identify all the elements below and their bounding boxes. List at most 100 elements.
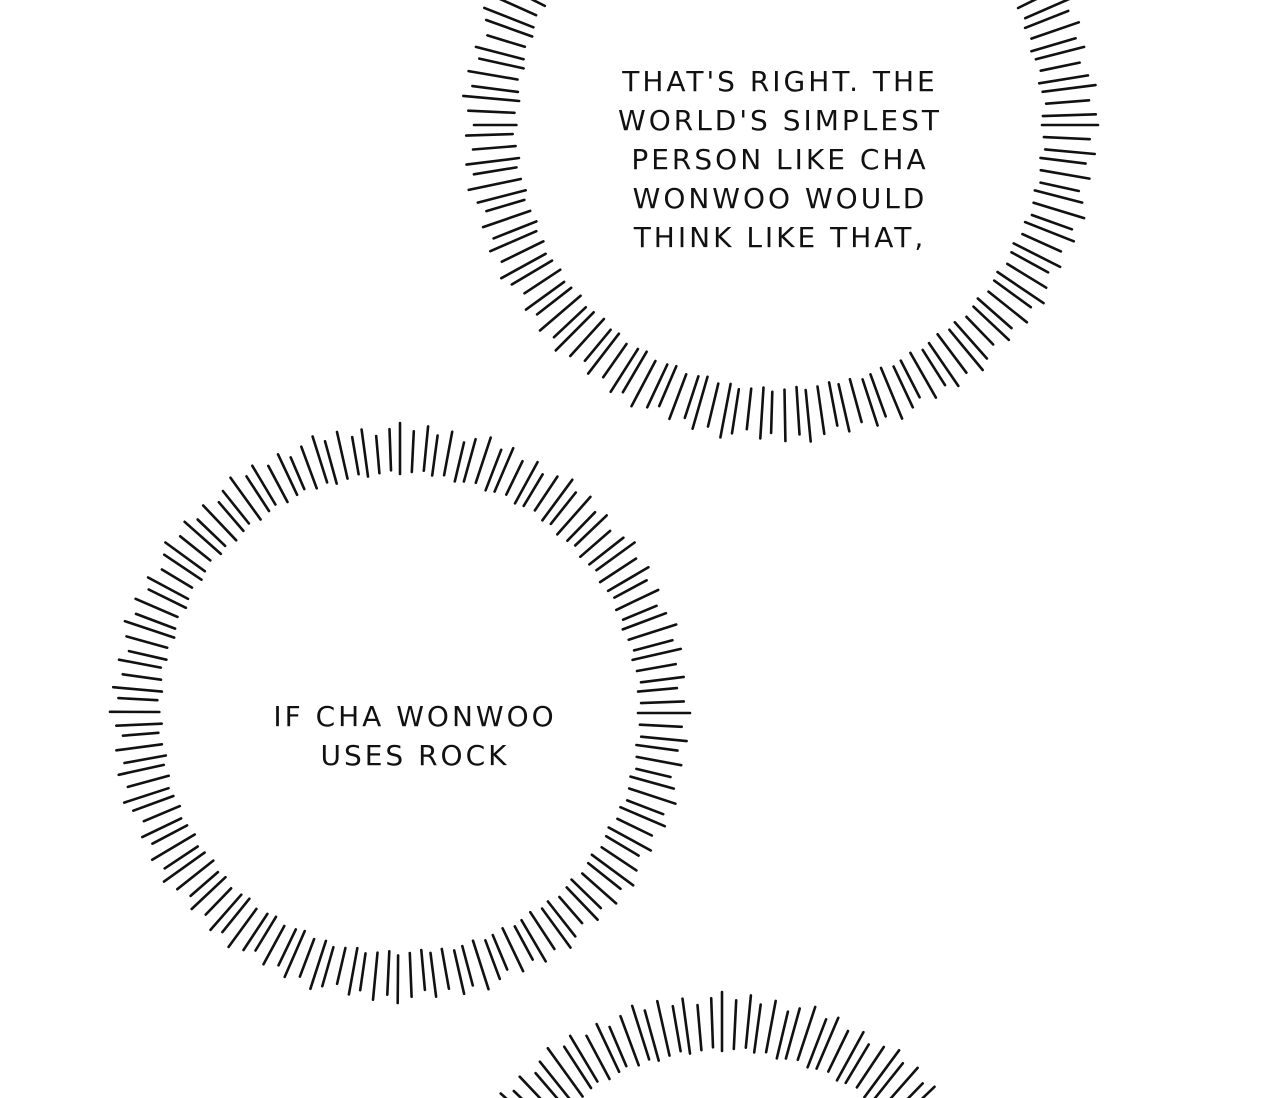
focus-line [178, 534, 212, 562]
focus-line [481, 209, 532, 229]
focus-line [410, 429, 416, 474]
focus-line [123, 619, 176, 639]
focus-line [848, 377, 863, 424]
focus-line [189, 870, 220, 898]
focus-line [1043, 148, 1096, 156]
focus-line [645, 363, 669, 409]
focus-line [134, 612, 177, 630]
focus-line [635, 767, 672, 779]
focus-line [546, 1046, 584, 1098]
focus-line [632, 638, 674, 652]
bubble-text-line: IF CHA WONWOO [273, 700, 557, 733]
focus-line [604, 834, 640, 857]
focus-line [374, 434, 381, 475]
focus-line [164, 541, 207, 573]
focus-line [162, 851, 206, 883]
focus-line [141, 817, 183, 839]
focus-line [668, 372, 688, 421]
focus-line [484, 18, 534, 38]
focus-line [176, 859, 215, 891]
bubble-text-line: THINK LIKE THAT, [633, 221, 927, 254]
focus-line [492, 220, 538, 240]
focus-line [636, 686, 679, 693]
focus-line [209, 893, 243, 932]
focus-line [134, 597, 179, 619]
thought-bubble-burst-top [461, 0, 1100, 443]
focus-line [419, 948, 427, 992]
focus-line [276, 452, 299, 497]
focus-line [466, 109, 516, 115]
focus-line [671, 1004, 682, 1053]
focus-line [524, 280, 566, 311]
focus-line [183, 520, 223, 556]
focus-line [588, 536, 625, 566]
focus-line [598, 557, 638, 584]
bubble-text-line: USES ROCK [320, 739, 510, 772]
focus-line [371, 951, 379, 1002]
focus-line [987, 290, 1029, 324]
focus-line [408, 951, 413, 999]
focus-line [590, 853, 635, 887]
bubble-text-line: PERSON LIKE CHA [631, 143, 929, 176]
focus-line [488, 229, 538, 253]
focus-line [500, 240, 545, 264]
focus-line [804, 388, 813, 443]
focus-line [796, 1005, 817, 1062]
focus-line [784, 1007, 802, 1060]
focus-line [283, 929, 307, 979]
focus-line [621, 604, 658, 622]
focus-line [613, 578, 648, 599]
focus-line [600, 845, 638, 872]
focus-line [996, 270, 1045, 305]
focus-line [899, 359, 921, 399]
focus-line [125, 635, 169, 650]
focus-line [530, 0, 547, 8]
focus-line [251, 464, 277, 506]
focus-line [1030, 36, 1077, 53]
focus-line [221, 489, 251, 525]
focus-line [744, 994, 753, 1049]
focus-line [992, 279, 1033, 309]
focus-line [266, 464, 289, 504]
focus-line [948, 328, 985, 372]
focus-line [555, 495, 592, 536]
focus-line [976, 297, 1013, 330]
focus-line [627, 623, 678, 642]
focus-line [607, 826, 653, 852]
focus-line [568, 317, 606, 358]
focus-line [863, 1049, 901, 1098]
focus-line [522, 473, 544, 508]
focus-line [606, 565, 650, 593]
focus-line [229, 476, 262, 521]
focus-line [464, 132, 515, 137]
focus-line [635, 743, 679, 752]
focus-line [538, 294, 582, 332]
focus-line [554, 310, 596, 352]
focus-line [861, 378, 879, 427]
focus-line [1023, 220, 1076, 243]
focus-line [1039, 181, 1081, 193]
focus-line [227, 907, 258, 949]
focus-line [906, 1082, 925, 1098]
focus-line [453, 441, 466, 483]
focus-line [115, 742, 164, 752]
focus-line [972, 305, 1011, 342]
focus-line [580, 872, 618, 905]
focus-line [528, 910, 556, 951]
thought-bubble-burst-middle [108, 421, 692, 1005]
bubble-text-line: THAT'S RIGHT. THE [622, 65, 938, 98]
focus-line [583, 328, 612, 363]
focus-line [609, 347, 640, 394]
focus-line [534, 1071, 559, 1098]
focus-line [630, 1004, 651, 1061]
focus-line [627, 787, 677, 806]
focus-line [540, 907, 572, 949]
bubble-text-top: THAT'S RIGHT. THE WORLD'S SIMPLEST PERSO… [560, 62, 1000, 257]
focus-line [117, 763, 166, 777]
focus-line [601, 342, 628, 379]
focus-line [552, 305, 588, 339]
focus-line [889, 1066, 919, 1098]
focus-line [586, 332, 621, 375]
focus-line [638, 723, 684, 729]
